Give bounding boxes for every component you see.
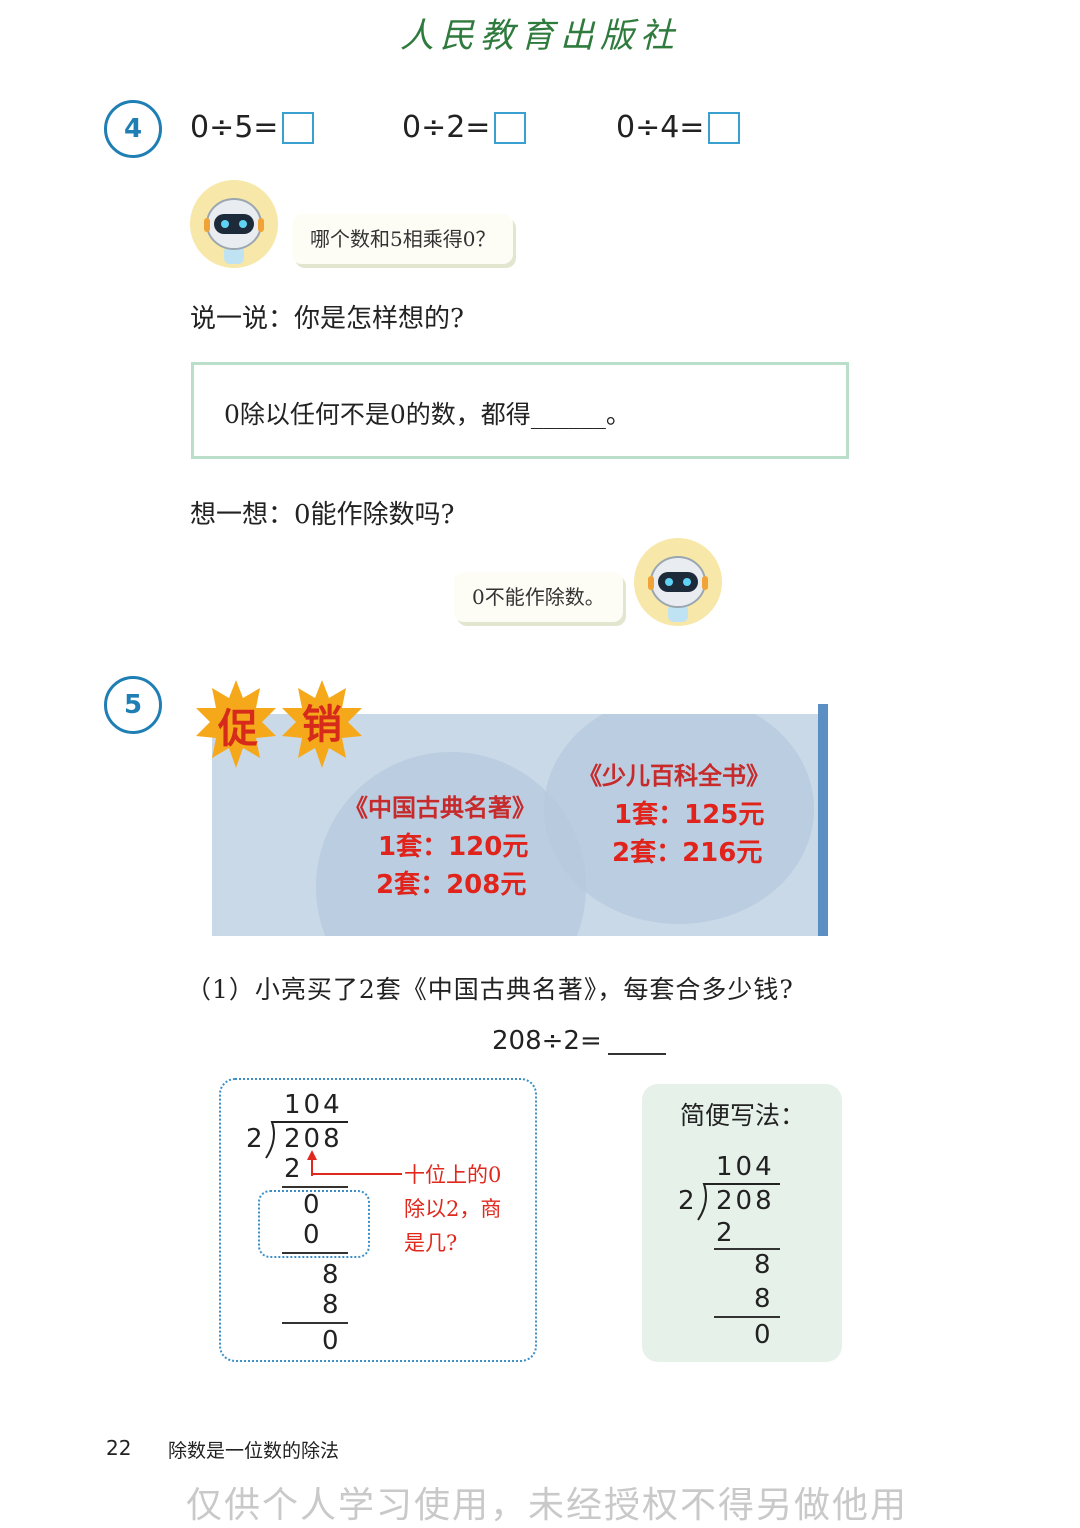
book2-title: 《少儿百科全书》 [578,761,770,790]
equation-1: 0÷5= [190,110,315,145]
equation-3: 0÷4= [616,110,741,145]
ld-step-6: 0 [322,1326,339,1356]
long-division-box [219,1078,537,1362]
annotation-line-3: 是几? [404,1231,458,1255]
sd-quotient: 104 [716,1152,775,1182]
ld-step-2: 0 [303,1190,320,1220]
ld-step-5: 8 [322,1290,339,1320]
answer-box-3[interactable] [708,111,741,144]
answer-blank[interactable] [607,1027,666,1055]
promo-circle-right [544,714,814,924]
promo-badges [196,680,362,768]
book1-price-1: 1套：120元 [378,832,529,862]
annotation-arrow [307,1150,402,1176]
ld-bracket [265,1121,348,1159]
sd-title: 简便写法： [680,1101,806,1130]
annotation-note: 十位上的0 除以2，商 是几? [404,1158,501,1260]
sd-bracket [697,1183,780,1221]
ld-divisor: 2 [246,1124,263,1154]
part1-equation-text: 208÷2= [492,1026,602,1056]
annotation-line-2: 除以2，商 [404,1197,502,1221]
book2-price-2: 2套：216元 [612,838,763,868]
watermark: 仅供个人学习使用，未经授权不得另做他用 [186,1485,909,1526]
book1-price-2: 2套：208元 [376,870,527,900]
equation-2-text: 0÷2= [402,110,491,145]
promo-panel [212,714,818,936]
ld-step-4: 8 [322,1260,339,1290]
question-number-4: 4 [104,100,162,158]
ld-line-2 [282,1252,348,1254]
answer-box-1[interactable] [282,111,315,144]
sd-divisor: 2 [678,1186,695,1216]
rule-text: 0除以任何不是0的数，都得______。 [224,400,631,429]
annotation-line-1: 十位上的0 [404,1163,502,1187]
ld-step-3: 0 [303,1220,320,1250]
ld-line-3 [282,1322,348,1324]
sd-dividend: 208 [716,1186,775,1216]
page-number: 22 [106,1436,132,1460]
question-number-5: 5 [104,676,162,734]
equation-2: 0÷2= [402,110,527,145]
sd-step-1: 2 [716,1218,733,1248]
robot-icon [634,538,722,626]
short-division-box [642,1084,842,1362]
chapter-title: 除数是一位数的除法 [168,1440,340,1462]
sd-step-2: 8 [754,1250,771,1280]
sd-step-4: 0 [754,1320,771,1350]
ld-step-1: 2 [284,1154,301,1184]
book2-price-1: 1套：125元 [614,800,765,830]
ld-quotient: 104 [284,1090,343,1120]
badge-promo-1: 促 [218,705,258,752]
sd-line-2 [714,1316,780,1318]
sd-step-3: 8 [754,1284,771,1314]
speech-bubble-2: 0不能作除数。 [454,572,623,622]
part1-question: （1）小亮买了2套《中国古典名著》，每套合多少钱? [186,975,794,1004]
ld-dividend: 208 [284,1124,343,1154]
equation-3-text: 0÷4= [616,110,705,145]
badge-promo-2: 销 [302,701,342,748]
equation-1-text: 0÷5= [190,110,279,145]
speech-bubble-1: 哪个数和5相乘得0？ [292,214,514,264]
answer-box-2[interactable] [494,111,527,144]
promo-panel-edge [818,704,828,936]
part1-equation: 208÷2= [492,1026,666,1056]
prompt-think: 想一想：0能作除数吗? [190,500,455,530]
ld-line-1 [282,1186,348,1188]
sd-line-1 [714,1248,780,1250]
ld-highlight-box [258,1190,370,1258]
publisher-logo: 人民教育出版社 [400,16,680,56]
prompt-say: 说一说：你是怎样想的? [190,304,464,334]
robot-icon [190,180,278,268]
rule-box: 0除以任何不是0的数，都得______。 [191,362,849,459]
book1-title: 《中国古典名著》 [344,793,536,822]
